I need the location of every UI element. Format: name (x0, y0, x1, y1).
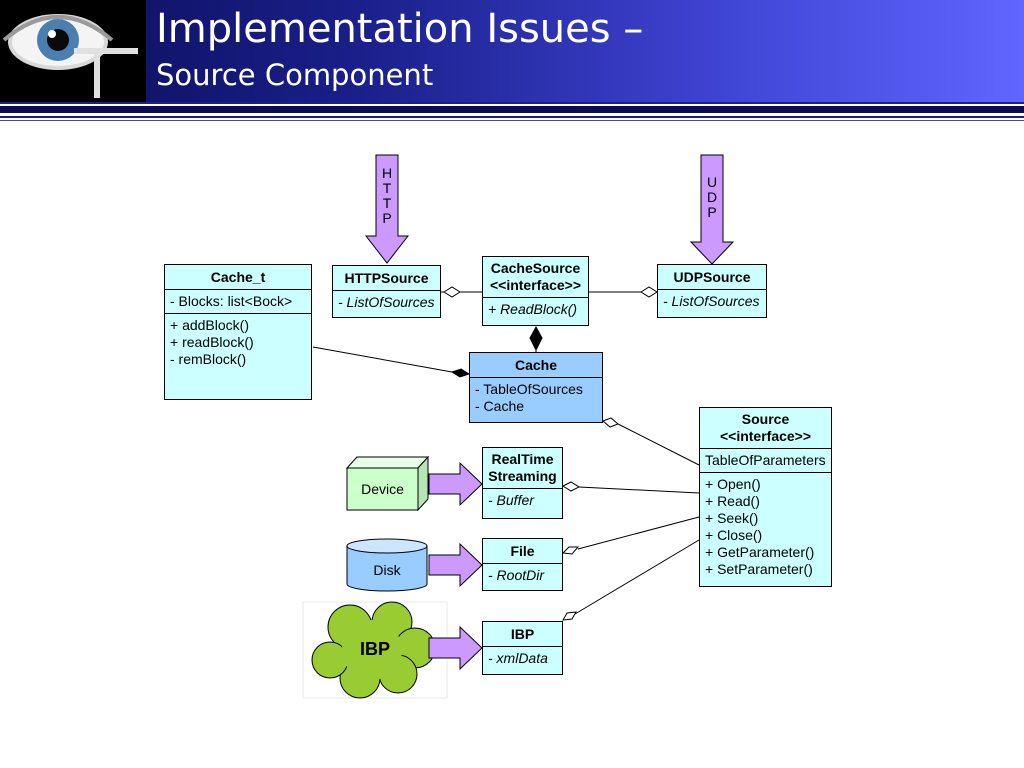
class-attributes: - Blocks: list<Bock> (165, 289, 311, 313)
class-header: RealTime Streaming (483, 448, 562, 488)
class-ibp: IBP - xmlData (482, 621, 563, 675)
class-cache-source: CacheSource <<interface>> + ReadBlock() (482, 256, 589, 326)
attribute: - Buffer (488, 492, 534, 508)
method: - remBlock() (170, 351, 247, 367)
class-name: UDPSource (673, 269, 751, 285)
method: + GetParameter() (705, 544, 815, 560)
class-name: File (510, 543, 535, 559)
class-cache-t: Cache_t - Blocks: list<Bock> + addBlock(… (164, 264, 312, 400)
method: + Read() (705, 493, 760, 509)
class-name: RealTime (491, 451, 554, 467)
class-realtime-streaming: RealTime Streaming - Buffer (482, 447, 563, 519)
class-attributes: - TableOfSources - Cache (470, 377, 602, 418)
attribute: - Blocks: list<Bock> (170, 293, 293, 309)
class-attributes: - xmlData (483, 646, 562, 670)
class-methods: + ReadBlock() (483, 297, 588, 321)
class-source: Source <<interface>> TableOfParameters +… (699, 407, 832, 587)
attribute: - TableOfSources (475, 381, 583, 397)
class-attributes: TableOfParameters (700, 448, 831, 472)
method: + SetParameter() (705, 561, 813, 577)
aggregation-diamond-icon (561, 546, 580, 555)
class-name: Source (741, 411, 790, 427)
header-rule-1 (0, 102, 1024, 104)
attribute: - ListOfSources (338, 294, 435, 310)
class-attributes: - RootDir (483, 563, 562, 587)
attribute: TableOfParameters (705, 452, 826, 468)
ibp-cloud-icon (311, 601, 436, 699)
class-name: Cache_t (210, 269, 266, 285)
attribute: - ListOfSources (663, 293, 760, 309)
class-attributes: - ListOfSources (658, 289, 766, 313)
aggregation-diamond-icon (602, 417, 619, 428)
slide-header (0, 0, 1024, 102)
disk-label: Disk (373, 562, 401, 578)
class-attributes: - Buffer (483, 488, 562, 512)
class-methods: + addBlock() + readBlock() - remBlock() (165, 313, 311, 371)
udp-arrow-icon (689, 154, 735, 265)
device-arrow-icon (428, 461, 483, 507)
header-rule-4 (0, 120, 1024, 121)
device-cube-icon (345, 455, 430, 512)
class-name: Cache (514, 357, 558, 373)
cloud-arrow-icon (428, 625, 483, 671)
header-rule-2 (0, 106, 1024, 113)
composition-diamond-icon (529, 325, 543, 352)
class-udp-source: UDPSource - ListOfSources (657, 264, 767, 318)
class-name: Streaming (488, 468, 557, 484)
aggregation-diamond-icon (443, 286, 461, 298)
class-http-source: HTTPSource - ListOfSources (332, 265, 441, 318)
class-header: Source <<interface>> (700, 408, 831, 448)
class-methods: + Open() + Read() + Seek() + Close() + G… (700, 472, 831, 581)
disk-arrow-icon (428, 542, 483, 588)
cloud-label: IBP (359, 639, 390, 659)
aggregation-diamond-icon (562, 611, 577, 621)
class-stereotype: <<interface>> (489, 277, 582, 293)
slide-subtitle: Source Component (156, 58, 434, 92)
class-header: CacheSource <<interface>> (483, 257, 588, 297)
composition-diamond-icon (450, 368, 471, 378)
method: + addBlock() (170, 317, 249, 333)
eye-logo-icon (2, 14, 138, 98)
class-stereotype: <<interface>> (719, 428, 812, 444)
attribute: - RootDir (488, 567, 545, 583)
class-name: CacheSource (490, 260, 581, 276)
aggregation-diamond-icon (640, 286, 658, 298)
disk-cylinder-icon (346, 538, 428, 592)
attribute: - xmlData (488, 650, 548, 666)
class-name: IBP (510, 626, 535, 642)
device-label: Device (361, 481, 404, 497)
slide-title: Implementation Issues – (156, 6, 644, 52)
header-rule-3 (0, 116, 1024, 118)
method: + Open() (705, 476, 761, 492)
attribute: - Cache (475, 398, 525, 414)
method: + readBlock() (170, 334, 254, 350)
class-file: File - RootDir (482, 538, 563, 591)
method: + Seek() (705, 510, 759, 526)
class-name: HTTPSource (344, 270, 429, 286)
class-cache: Cache - TableOfSources - Cache (469, 352, 603, 423)
logo (0, 0, 146, 102)
class-attributes: - ListOfSources (333, 290, 440, 314)
http-arrow-icon (364, 154, 410, 264)
method: + Close() (705, 527, 763, 543)
aggregation-diamond-icon (561, 481, 581, 492)
method: + ReadBlock() (488, 301, 578, 317)
